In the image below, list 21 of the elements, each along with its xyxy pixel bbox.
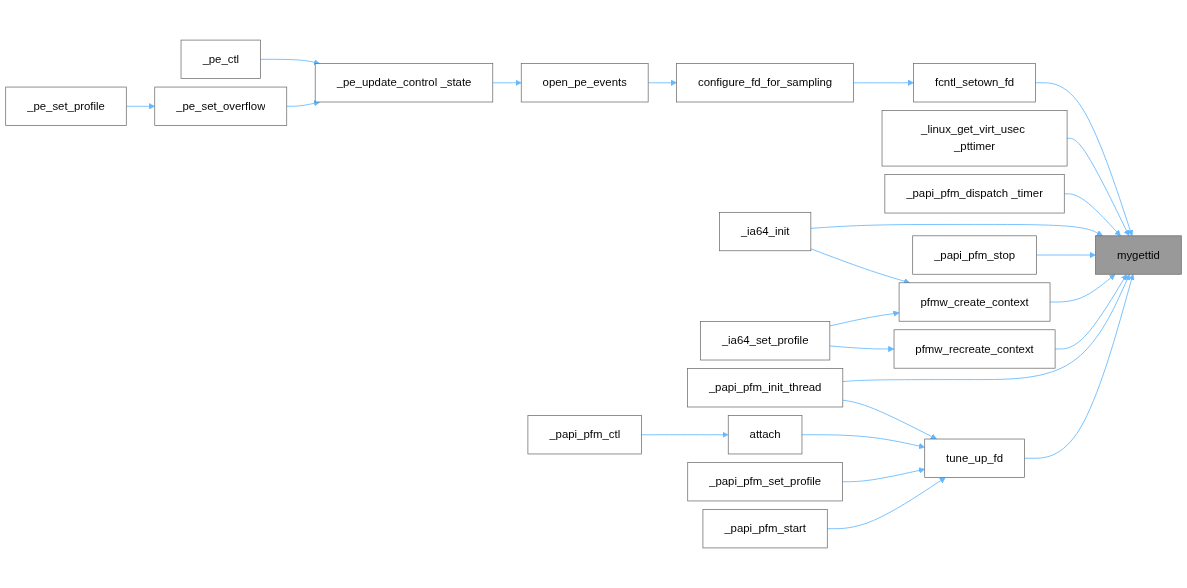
node-box: _ia64_set_profile (700, 321, 831, 361)
node-box: _papi_pfm_init_thread (687, 368, 844, 408)
node-box: _ia64_init (719, 211, 812, 252)
node-box: _pe_set_profile (5, 86, 127, 126)
node-box: tune_up_fd (924, 438, 1025, 478)
node-box: _pe_set_overflow (154, 86, 288, 126)
node-box: attach (727, 415, 803, 455)
node-box: _pe_update_control _state (314, 63, 494, 103)
node-box: pfmw_create_context (898, 282, 1051, 322)
node-box: _papi_pfm_ctl (527, 415, 642, 455)
node-box: _pe_ctl (180, 39, 261, 79)
node-box: _papi_pfm_set_profile (687, 462, 843, 502)
node-box: pfmw_recreate_context (893, 329, 1056, 369)
node-box: mygettid (1095, 235, 1182, 275)
node-box: _papi_pfm_dispatch _timer (884, 174, 1065, 214)
node-box: configure_fd_for_sampling (676, 63, 854, 103)
node-box: _papi_pfm_start (702, 509, 828, 549)
node-box: open_pe_events (520, 63, 649, 103)
node-box: _linux_get_virt_usec _pttimer (881, 110, 1068, 167)
node-box: _papi_pfm_stop (912, 235, 1037, 275)
node-box: fcntl_setown_fd (913, 63, 1036, 103)
